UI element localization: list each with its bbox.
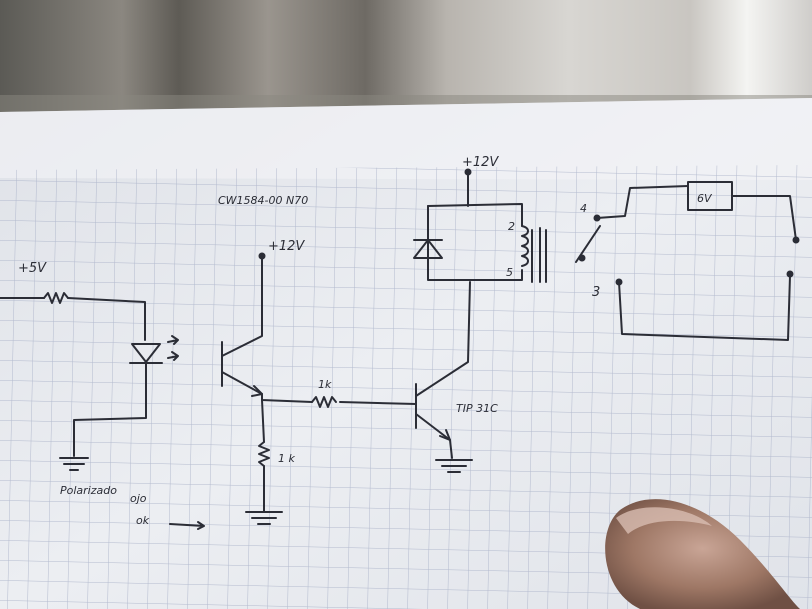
- note-ojo: ojo: [130, 492, 147, 505]
- label-switch-pin-4: 4: [580, 202, 587, 215]
- series-resistor: [311, 396, 337, 408]
- label-switch-pin-3: 3: [592, 285, 600, 300]
- diode-icon: [413, 227, 443, 263]
- ground-icon: [59, 457, 89, 471]
- label-plus12v-relay: +12V: [462, 155, 499, 170]
- input-resistor: [0, 292, 146, 341]
- label-plus12v-transistor: +12V: [268, 239, 305, 254]
- lamp: [687, 181, 800, 278]
- label-relay-pin-5: 5: [506, 266, 513, 279]
- thumb: [605, 499, 800, 609]
- label-lamp: 6V: [697, 192, 713, 205]
- power-transistor: [415, 281, 473, 473]
- note-ok: ok: [136, 514, 150, 527]
- label-part-number: CW1584-00 N70: [218, 194, 308, 207]
- emitter-resistor: [258, 441, 270, 467]
- graph-grid: [0, 165, 812, 609]
- label-tip31c: TIP 31C: [456, 402, 498, 415]
- led-icon: [129, 335, 179, 401]
- note-polarizado: Polarizado: [60, 484, 117, 497]
- relay-switch: [575, 185, 791, 341]
- label-plus5v: +5V: [18, 261, 47, 276]
- label-relay-pin-2: 2: [508, 220, 515, 233]
- label-emitter-resistor: 1 k: [278, 452, 295, 465]
- label-series-resistor: 1k: [318, 378, 332, 391]
